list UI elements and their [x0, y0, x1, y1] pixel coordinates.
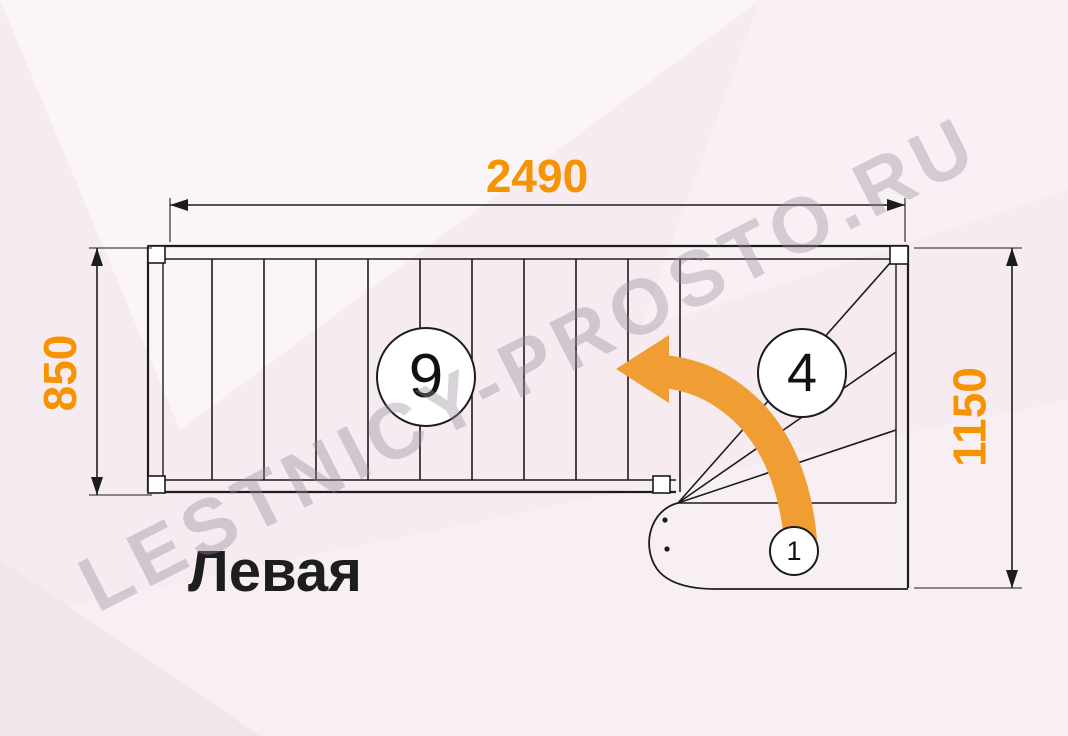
top-dimension-line	[169, 198, 906, 242]
dimension-total-length-label: 2490	[485, 150, 589, 202]
straight-steps-count: 9	[408, 342, 444, 411]
bottom-step-number: 1	[786, 535, 802, 566]
bottom-step-number-badge: 1	[769, 526, 819, 576]
dimension-flight-width-label: 850	[34, 334, 86, 412]
stringer-lines	[148, 258, 908, 503]
facet-bottom-left	[0, 560, 260, 736]
facet-top-left	[0, 0, 760, 430]
left-dimension-line	[89, 247, 152, 496]
direction-arrow	[616, 335, 818, 548]
flight-outline	[146, 244, 910, 588]
variant-caption: Левая	[188, 539, 362, 604]
dimension-turn-width-label: 1150	[943, 367, 996, 467]
right-dimension-line	[914, 247, 1022, 589]
dimension-lines	[89, 198, 1022, 589]
first-step-outline	[648, 502, 908, 590]
step-one-dots	[662, 517, 670, 552]
winder-steps-count-badge: 4	[757, 328, 847, 418]
facet-top-right	[640, 0, 1068, 330]
straight-steps-count-badge: 9	[376, 327, 476, 427]
newel-posts	[147, 245, 909, 494]
winder-steps-count: 4	[786, 343, 818, 403]
